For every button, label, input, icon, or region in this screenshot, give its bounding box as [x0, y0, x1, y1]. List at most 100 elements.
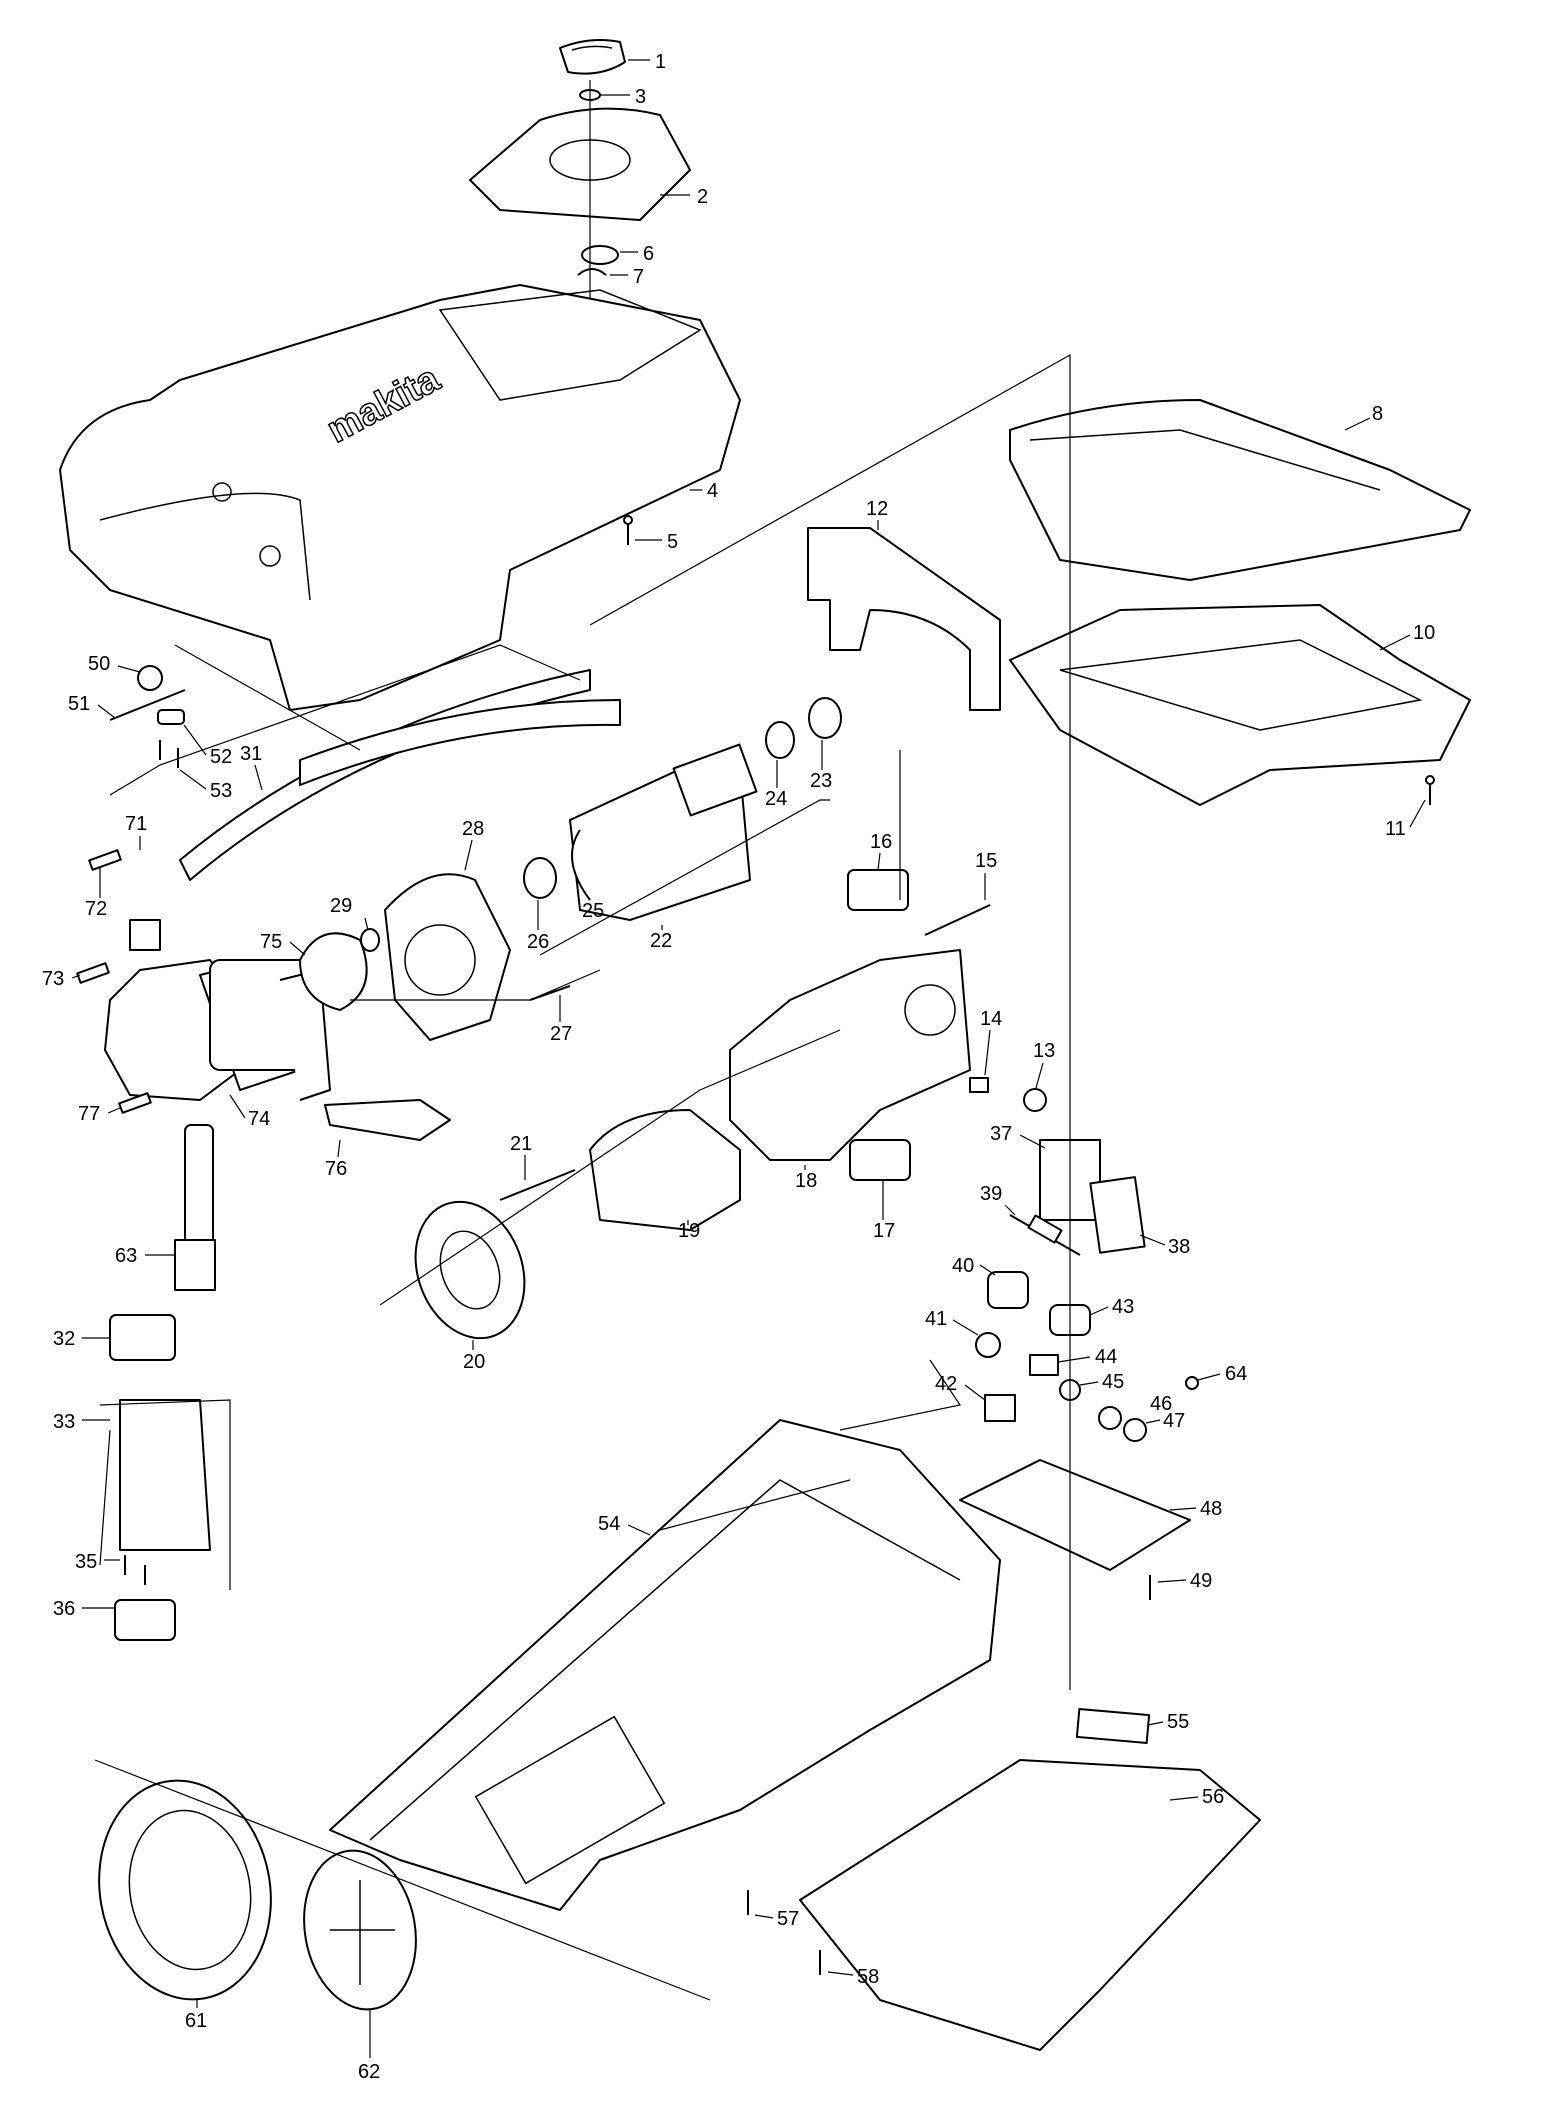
seal-20	[414, 1200, 526, 1340]
label-35: 35	[75, 1551, 97, 1573]
label-19: 19	[678, 1220, 700, 1242]
label-6: 6	[643, 243, 654, 265]
label-41: 41	[925, 1308, 947, 1330]
label-46: 46	[1150, 1393, 1172, 1415]
label-26: 26	[527, 931, 549, 953]
handle-frame-part	[1009, 604, 1471, 806]
label-17: 17	[873, 1220, 895, 1242]
hub-62	[303, 1849, 417, 2011]
screw-5	[623, 515, 633, 545]
connector-42	[984, 1394, 1016, 1422]
o-ring-large	[581, 245, 619, 265]
knob-part	[559, 39, 626, 75]
label-12: 12	[866, 498, 888, 520]
label-2: 2	[697, 186, 708, 208]
clamp-52	[157, 709, 185, 725]
hose-part	[179, 669, 621, 881]
label-48: 48	[1200, 1498, 1222, 1520]
label-11: 11	[1385, 818, 1406, 840]
screw-21	[499, 1169, 576, 1201]
label-45: 45	[1102, 1371, 1124, 1393]
label-55: 55	[1167, 1711, 1189, 1733]
label-73: 73	[42, 968, 64, 990]
screws-53	[159, 740, 179, 768]
label-10: 10	[1413, 622, 1435, 644]
label-7: 7	[633, 266, 644, 288]
label-56: 56	[1202, 1786, 1224, 1808]
bearing-26	[523, 857, 557, 899]
label-1: 1	[655, 51, 666, 73]
label-18: 18	[795, 1170, 817, 1192]
label-71: 71	[125, 813, 147, 835]
main-housing-part: makita	[59, 284, 741, 711]
terminal-38	[1089, 1176, 1146, 1254]
label-23: 23	[810, 770, 832, 792]
label-58: 58	[857, 1966, 879, 1988]
label-43: 43	[1112, 1296, 1134, 1318]
label-75: 75	[260, 931, 282, 953]
label-16: 16	[870, 831, 892, 853]
label-44: 44	[1095, 1346, 1117, 1368]
label-29: 29	[330, 895, 352, 917]
clip-77	[118, 1092, 152, 1114]
connector-44	[1029, 1354, 1059, 1376]
bearing-23	[808, 697, 842, 739]
stator-19	[589, 1109, 741, 1231]
cap-36	[114, 1599, 176, 1641]
label-27: 27	[550, 1023, 572, 1045]
grommet-41	[975, 1332, 1001, 1358]
clip-ring	[577, 268, 607, 276]
label-62: 62	[358, 2061, 380, 2083]
label-8: 8	[1372, 403, 1383, 425]
label-61: 61	[185, 2010, 207, 2032]
sleeve-40	[987, 1271, 1029, 1309]
label-54: 54	[598, 1513, 620, 1535]
screws-35	[124, 1555, 146, 1585]
label-53: 53	[210, 780, 232, 802]
label-76: 76	[325, 1158, 347, 1180]
valve-63	[174, 1124, 216, 1291]
top-cover-part	[469, 107, 691, 221]
label-21: 21	[510, 1133, 532, 1155]
assembly-lines	[94, 353, 1071, 2001]
bracket-part	[807, 527, 1001, 711]
label-36: 36	[53, 1598, 75, 1620]
label-57: 57	[777, 1908, 799, 1930]
end-bracket-28	[384, 873, 511, 1041]
callouts: 1 3 2 6 7 4 5 8 10 11 12 13 14 15 16 17 …	[42, 51, 1435, 2083]
cap-32	[109, 1314, 176, 1361]
clip-64	[1185, 1376, 1199, 1390]
label-13: 13	[1033, 1040, 1055, 1062]
label-28: 28	[462, 818, 484, 840]
pump-assembly-part	[104, 919, 331, 1101]
handle-cover-part	[1009, 399, 1471, 581]
holder-33	[119, 1399, 211, 1551]
capacitor-39	[1009, 1214, 1081, 1256]
label-33: 33	[53, 1411, 75, 1433]
bearing-29	[360, 928, 380, 952]
label-74: 74	[248, 1108, 270, 1130]
grommet-46	[1098, 1406, 1122, 1430]
clip-73	[76, 962, 110, 984]
label-22: 22	[650, 930, 672, 952]
label-51: 51	[68, 693, 90, 715]
label-38: 38	[1168, 1236, 1190, 1258]
tray-56	[799, 1759, 1261, 2051]
pin-51	[109, 689, 186, 721]
label-42: 42	[935, 1373, 957, 1395]
label-20: 20	[463, 1351, 485, 1373]
brush-14	[969, 1077, 989, 1093]
label-32: 32	[53, 1328, 75, 1350]
base-part	[329, 1419, 1001, 1911]
label-37: 37	[990, 1123, 1012, 1145]
label-77: 77	[78, 1103, 100, 1125]
wheel-61	[98, 1779, 272, 2001]
label-5: 5	[667, 531, 678, 553]
clip-72	[88, 849, 122, 871]
label-39: 39	[980, 1183, 1002, 1205]
label-4: 4	[707, 480, 718, 502]
label-31: 31	[240, 743, 262, 765]
bracket-76	[324, 1099, 451, 1141]
label-64: 64	[1225, 1363, 1247, 1385]
